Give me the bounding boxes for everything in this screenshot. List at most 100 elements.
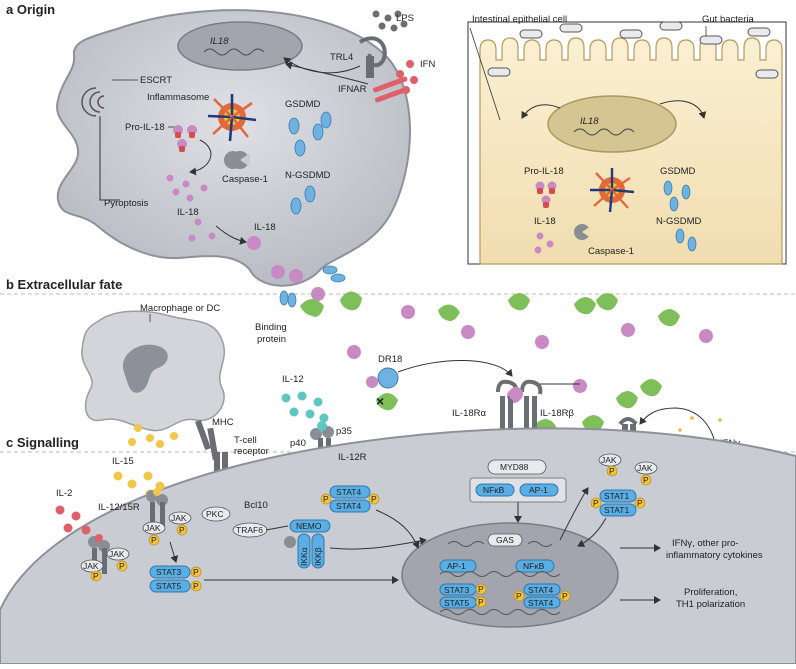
jak-label-1: JAK	[145, 523, 161, 533]
p-badge-15: P	[516, 591, 522, 601]
stat3-stat5-left	[149, 565, 202, 593]
nfkb-label-nucleus: NFκB	[523, 561, 545, 571]
p-badge-3: P	[93, 571, 99, 581]
intestinal-caspase1-notch	[582, 226, 591, 238]
intestinal-dna-icon	[573, 128, 635, 136]
ifnar-arrow	[285, 61, 369, 85]
p-badge-5: P	[193, 567, 199, 577]
gas-box	[487, 533, 523, 547]
section-title-b: b Extracellular fate	[6, 277, 122, 292]
jak-label-2: JAK	[171, 513, 187, 523]
inflammasome-label: Inflammasome	[147, 92, 209, 103]
p-badge-1: P	[151, 535, 157, 545]
binding-protein-label-1: Binding	[255, 322, 287, 333]
stat4-label-nucleus-1: STAT4	[528, 585, 553, 595]
nucleus-to-ifng-arrow	[559, 487, 589, 541]
intestinal-cell-leader	[469, 27, 501, 121]
n-gsdmd-icon	[290, 185, 316, 215]
p-badge-12: P	[637, 498, 643, 508]
p-badge-8: P	[371, 494, 377, 504]
nucleus-dna-3	[439, 609, 561, 615]
intestinal-pro-il18-icon	[535, 181, 557, 208]
stat1-box-1	[599, 489, 637, 503]
jak-label-6: JAK	[637, 463, 653, 473]
stat4-label-top-2: STAT4	[336, 501, 361, 511]
jak-label-4: JAK	[109, 549, 125, 559]
stat1-box-2	[599, 503, 637, 517]
il18-particles	[166, 174, 216, 242]
output-1-line-2: inflammatory cytokines	[666, 550, 763, 561]
nemo-box	[289, 519, 331, 533]
p-badge-6: P	[193, 581, 199, 591]
p-badge-9: P	[609, 466, 615, 476]
stat3-label-left: STAT3	[156, 567, 181, 577]
stat4-pair-nucleus	[513, 583, 571, 609]
jak-to-stat-arrow	[169, 541, 179, 563]
macrophage-nucleus	[177, 21, 303, 71]
p35-label: p35	[336, 426, 352, 437]
intestinal-cell-label: Intestinal epithelial cell	[472, 14, 567, 25]
stat1-label-1: STAT1	[604, 491, 629, 501]
tcr-label-1: T-cell	[234, 435, 257, 446]
lps-icon	[372, 10, 408, 32]
il18ra-label: IL-18Rα	[452, 408, 487, 419]
macrophage-dc-label: Macrophage or DC	[140, 303, 220, 314]
il18-mature-icon	[247, 236, 261, 250]
p-badge-11: P	[593, 498, 599, 508]
il12-label: IL-12	[282, 374, 304, 385]
il15-label: IL-15	[112, 456, 134, 467]
ikka-box	[297, 533, 311, 569]
phospho-badges-left	[90, 524, 188, 582]
dr18-icon	[377, 367, 399, 389]
il12r-label: IL-12R	[338, 452, 367, 463]
ikka-label: IKKα	[299, 547, 309, 566]
traf6-label: TRAF6	[236, 525, 263, 535]
lps-label: LPS	[396, 13, 414, 24]
ifnar-receptor-icon	[372, 76, 410, 103]
ifn-label: IFN	[420, 59, 435, 70]
bcl10-label: Bcl10	[244, 500, 268, 511]
stat5-label-nucleus: STAT5	[444, 598, 469, 608]
trl4-label: TRL4	[330, 52, 353, 63]
ifngr-jak-icons	[598, 453, 658, 475]
p-badge-16: P	[562, 591, 568, 601]
nfkb-box-top	[475, 483, 515, 497]
mhc-label: MHC	[212, 417, 234, 428]
stat5-label-left: STAT5	[156, 581, 181, 591]
ap1-box-nucleus	[439, 559, 477, 573]
ap1-box-top	[519, 483, 559, 497]
myd88-label: MYD88	[500, 462, 529, 472]
dna-helix-icon	[203, 48, 265, 56]
binding-protein-icons	[300, 291, 680, 451]
pyroptosis-label: Pyroptosis	[104, 198, 149, 209]
traf6-to-nemo	[265, 525, 289, 531]
pro-il18-label: Pro-IL-18	[125, 122, 165, 133]
il12-15r-label: IL-12/15R	[98, 502, 140, 513]
intestinal-nucleus	[547, 95, 677, 153]
ifnar-label: IFNAR	[338, 84, 367, 95]
inflammasome-icon	[207, 94, 257, 142]
released-il18	[271, 265, 325, 301]
stat3-label-nucleus: STAT3	[444, 585, 469, 595]
nucleus-dna-1	[447, 541, 553, 547]
p40-label: p40	[290, 438, 306, 449]
p-badge-7: P	[323, 494, 329, 504]
il12-15r-receptor-icon	[146, 488, 168, 528]
il2-particles	[55, 505, 91, 535]
intestinal-arrow-right	[659, 100, 707, 119]
stat4-label-top-1: STAT4	[336, 487, 361, 497]
myd88-box	[487, 459, 547, 475]
ikkb-label: IKKβ	[313, 547, 323, 566]
pkc-box	[201, 506, 231, 522]
intestinal-inflammasome-icon	[590, 168, 635, 213]
released-gsdmd	[279, 265, 346, 308]
jak-icons	[80, 511, 192, 573]
macrophage-cell-body	[56, 9, 411, 287]
gut-bacteria-label: Gut bacteria	[702, 14, 754, 25]
il18-small-label: IL-18	[177, 207, 199, 218]
stat4-pair-top	[320, 485, 380, 513]
nemo-ubiquitin-icon	[284, 536, 296, 548]
p-badge-10: P	[643, 475, 649, 485]
extracellular-il18	[347, 305, 713, 403]
dr18-arrow	[397, 360, 513, 377]
